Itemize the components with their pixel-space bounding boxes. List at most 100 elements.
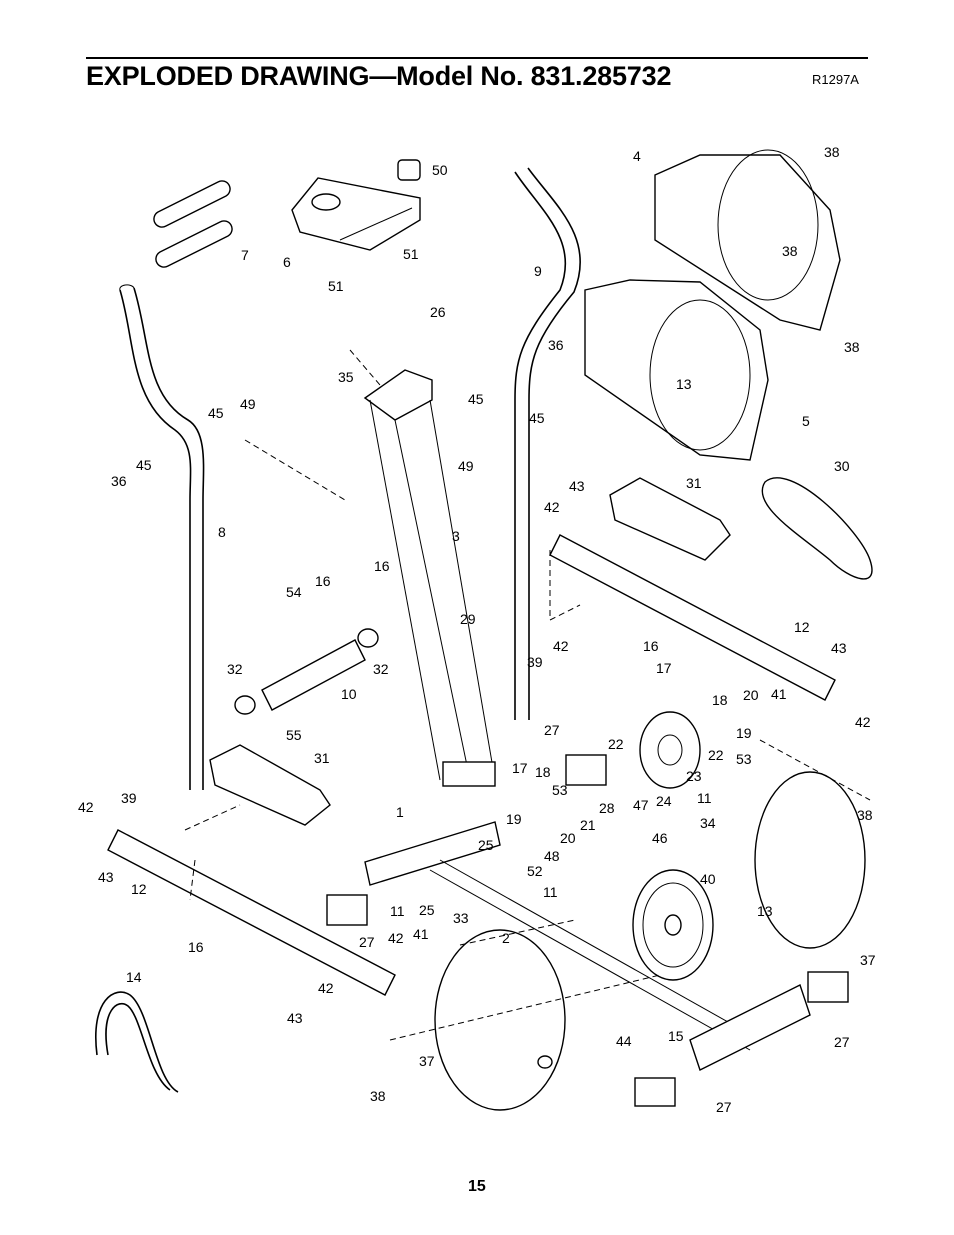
callout-label: 51 — [328, 278, 344, 294]
callout-label: 53 — [552, 782, 568, 798]
handle-grips — [153, 180, 233, 268]
callout-label: 12 — [131, 881, 147, 897]
callout-label: 12 — [794, 619, 810, 635]
callout-label: 1 — [396, 804, 404, 820]
callout-label: 47 — [633, 797, 649, 813]
callout-label: 39 — [527, 654, 543, 670]
shield-disc-right — [754, 771, 866, 949]
callout-label: 34 — [700, 815, 716, 831]
callout-label: 42 — [388, 930, 404, 946]
callout-label: 18 — [712, 692, 728, 708]
callout-label: 33 — [453, 910, 469, 926]
callout-label: 37 — [419, 1053, 435, 1069]
callout-label: 20 — [560, 830, 576, 846]
left-handlebar — [119, 284, 205, 790]
callout-label: 10 — [341, 686, 357, 702]
shield-middle — [584, 279, 769, 461]
callout-label: 16 — [188, 939, 204, 955]
callout-label: 9 — [534, 263, 542, 279]
page-number: 15 — [468, 1178, 486, 1195]
callout-label: 50 — [432, 162, 448, 178]
callout-label: 32 — [373, 661, 389, 677]
callout-label: 45 — [468, 391, 484, 407]
shield-upper — [654, 149, 841, 331]
callout-label: 27 — [716, 1099, 732, 1115]
callout-label: 41 — [413, 926, 429, 942]
belt — [761, 477, 873, 580]
callout-label: 53 — [736, 751, 752, 767]
end-caps — [326, 754, 849, 1107]
callout-label: 36 — [548, 337, 564, 353]
callout-label: 27 — [359, 934, 375, 950]
callout-label: 42 — [78, 799, 94, 815]
callout-label: 40 — [700, 871, 716, 887]
callout-label: 42 — [553, 638, 569, 654]
callout-label: 43 — [287, 1010, 303, 1026]
callout-label: 43 — [569, 478, 585, 494]
callout-label: 37 — [860, 952, 876, 968]
callout-label: 55 — [286, 727, 302, 743]
callout-label: 38 — [782, 243, 798, 259]
page-title: EXPLODED DRAWING—Model No. 831.285732 — [86, 61, 672, 91]
callout-label: 20 — [743, 687, 759, 703]
callout-label: 5 — [802, 413, 810, 429]
callout-label: 16 — [643, 638, 659, 654]
upright — [363, 369, 496, 787]
callout-label: 17 — [512, 760, 528, 776]
callout-label: 26 — [430, 304, 446, 320]
callout-label: 38 — [824, 144, 840, 160]
callout-label: 38 — [844, 339, 860, 355]
shield-disc-left — [434, 929, 566, 1111]
callout-label: 19 — [506, 811, 522, 827]
pedal-arm-right — [549, 534, 836, 701]
callout-label: 28 — [599, 800, 615, 816]
callout-label: 49 — [458, 458, 474, 474]
callout-label: 2 — [502, 930, 510, 946]
callout-label: 51 — [403, 246, 419, 262]
callout-label: 11 — [697, 790, 712, 806]
callout-label: 21 — [580, 817, 596, 833]
callout-label: 41 — [771, 686, 787, 702]
right-handlebar — [514, 167, 581, 720]
callout-label: 25 — [478, 837, 494, 853]
callout-label: 14 — [126, 969, 142, 985]
callout-label: 42 — [544, 499, 560, 515]
callout-label: 38 — [857, 807, 873, 823]
callout-label: 19 — [736, 725, 752, 741]
header-rule — [86, 57, 868, 59]
console — [291, 159, 421, 251]
callout-label: 54 — [286, 584, 302, 600]
pedal-left — [209, 744, 331, 826]
pulley — [639, 711, 701, 789]
callout-label: 42 — [855, 714, 871, 730]
callout-label: 4 — [633, 148, 641, 164]
flywheel — [632, 869, 714, 981]
callout-label: 16 — [315, 573, 331, 589]
callout-label: 15 — [668, 1028, 684, 1044]
callout-label: 16 — [374, 558, 390, 574]
callout-label: 31 — [686, 475, 702, 491]
callout-label: 27 — [834, 1034, 850, 1050]
callout-label: 3 — [452, 528, 460, 544]
callout-label: 13 — [757, 903, 773, 919]
callout-label: 30 — [834, 458, 850, 474]
callout-label: 29 — [460, 611, 476, 627]
callout-label: 7 — [241, 247, 249, 263]
callout-label: 43 — [831, 640, 847, 656]
pedal-right — [609, 477, 731, 561]
callout-label: 23 — [686, 768, 702, 784]
callout-label: 6 — [283, 254, 291, 270]
crossbar — [234, 628, 379, 715]
callout-label: 49 — [240, 396, 256, 412]
callout-label: 25 — [419, 902, 435, 918]
callout-label: 45 — [529, 410, 545, 426]
frame — [364, 821, 811, 1071]
callout-label: 36 — [111, 473, 127, 489]
callout-label: 18 — [535, 764, 551, 780]
callout-label: 46 — [652, 830, 668, 846]
callout-label: 52 — [527, 863, 543, 879]
callout-label: 43 — [98, 869, 114, 885]
callout-label: 17 — [656, 660, 672, 676]
callout-label: 31 — [314, 750, 330, 766]
